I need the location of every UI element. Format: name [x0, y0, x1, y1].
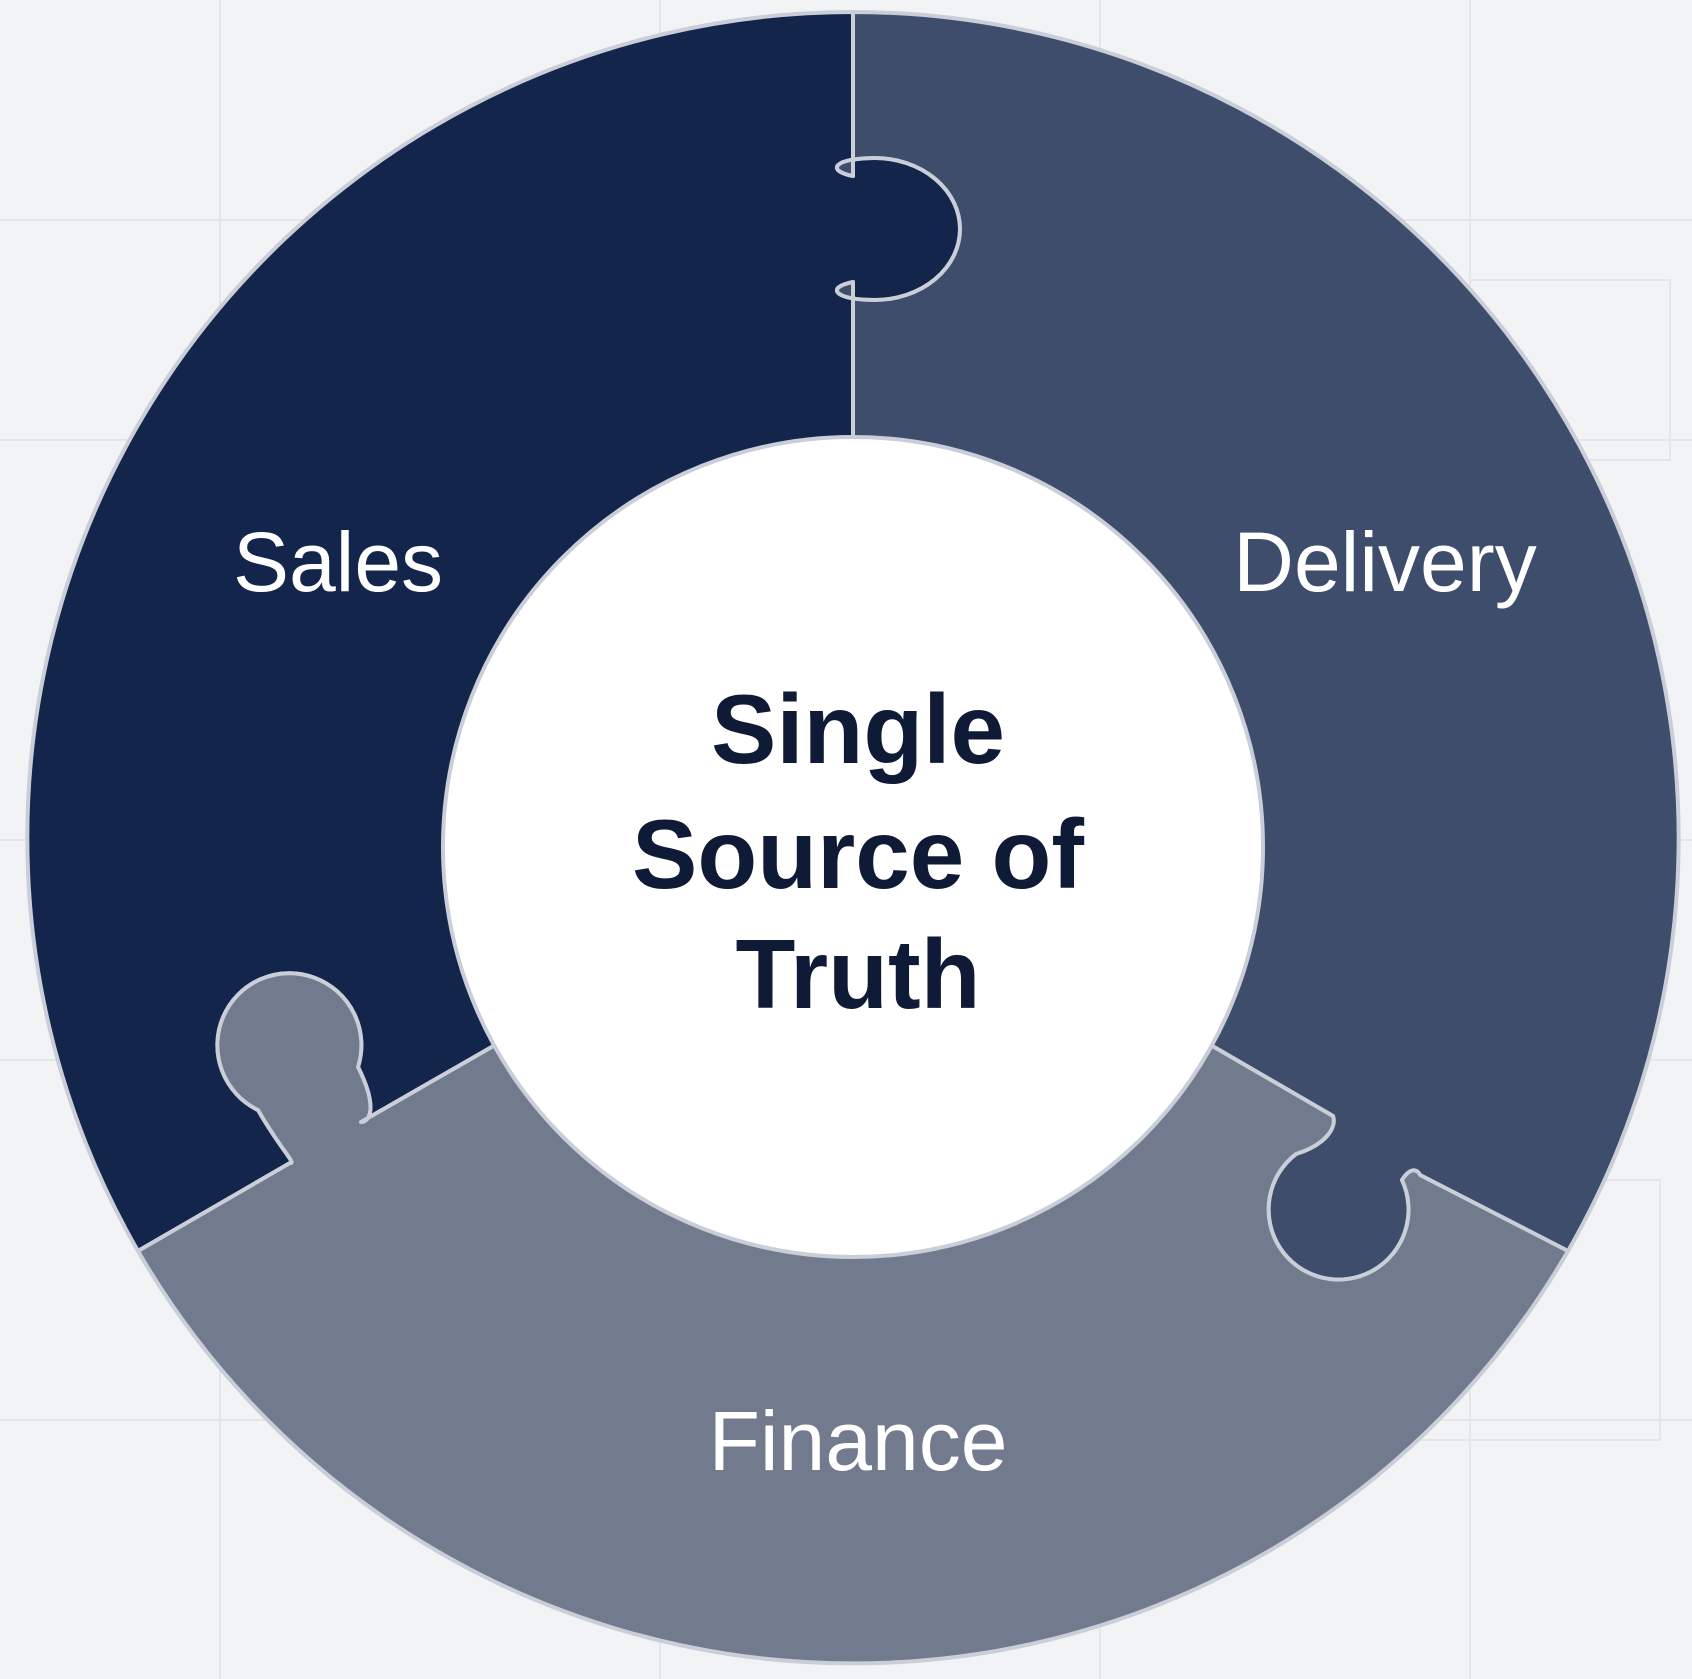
- segment-finance: [136, 971, 1570, 1666]
- center-title-line-1: Single: [711, 674, 1005, 784]
- segment-label-finance: Finance: [709, 1394, 1008, 1488]
- center-title: Single Source of Truth: [632, 674, 1084, 1029]
- center-circle: [441, 435, 1265, 1259]
- center-title-line-2: Source of: [632, 799, 1084, 909]
- ring-segments: [25, 10, 1681, 1666]
- center-title-line-3: Truth: [736, 919, 981, 1029]
- segment-label-delivery: Delivery: [1233, 515, 1536, 609]
- segment-label-sales: Sales: [233, 515, 443, 609]
